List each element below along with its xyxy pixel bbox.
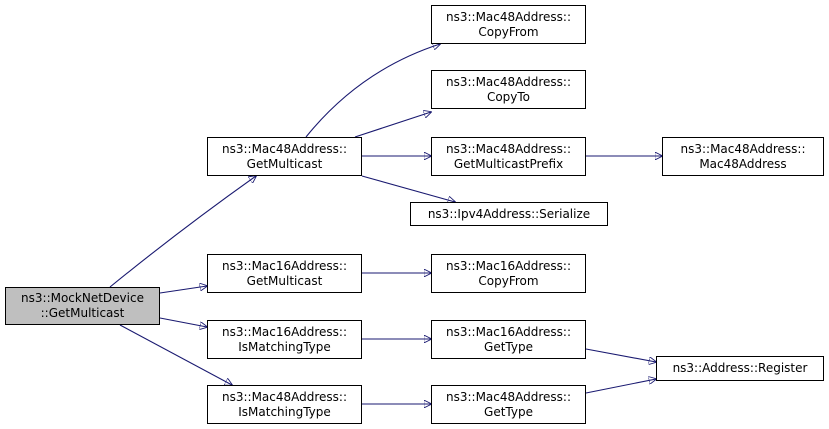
node-label-line: ns3::Mac48Address:: bbox=[221, 389, 348, 404]
node-label-line: GetMulticastPrefix bbox=[453, 156, 564, 171]
edge-n0-n1 bbox=[109, 176, 256, 288]
graph-node-n6[interactable]: ns3::Ipv4Address::Serialize bbox=[410, 202, 608, 226]
graph-node-n10[interactable]: ns3::Mac16Address::GetType bbox=[431, 320, 586, 359]
graph-node-n11[interactable]: ns3::Address::Register bbox=[656, 356, 824, 381]
node-label-line: ns3::Mac48Address:: bbox=[445, 141, 572, 156]
node-label-line: ns3::Mac16Address:: bbox=[221, 324, 348, 339]
node-label-line: IsMatchingType bbox=[238, 339, 331, 354]
graph-node-n9[interactable]: ns3::Mac16Address::IsMatchingType bbox=[207, 320, 362, 359]
node-label-line: ns3::Mac48Address:: bbox=[221, 141, 348, 156]
node-label-line: ns3::Mac48Address:: bbox=[445, 74, 572, 89]
edge-n10-n11 bbox=[585, 348, 656, 362]
node-label-line: ns3::Mac16Address:: bbox=[221, 258, 348, 273]
node-label-line: ns3::Ipv4Address::Serialize bbox=[427, 206, 591, 221]
node-label-line: ns3::Address::Register bbox=[672, 361, 808, 375]
edge-n13-n11 bbox=[585, 379, 656, 394]
graph-node-n13[interactable]: ns3::Mac48Address::GetType bbox=[431, 385, 586, 424]
node-label-line: GetMulticast bbox=[246, 273, 323, 288]
node-label-line: CopyFrom bbox=[478, 24, 539, 39]
node-label-line: ::GetMulticast bbox=[40, 306, 125, 320]
node-label-line: ns3::Mac16Address:: bbox=[445, 258, 572, 273]
node-label-line: Mac48Address bbox=[699, 156, 787, 171]
node-label-line: ns3::Mac48Address:: bbox=[445, 9, 572, 24]
edge-n1-n6 bbox=[361, 175, 455, 202]
graph-node-n7[interactable]: ns3::Mac16Address::GetMulticast bbox=[207, 254, 362, 293]
node-label-line: ns3::Mac48Address:: bbox=[680, 141, 806, 156]
node-label-line: GetType bbox=[484, 339, 533, 354]
graph-node-n2[interactable]: ns3::Mac48Address::CopyFrom bbox=[431, 5, 586, 44]
node-label-line: ns3::MockNetDevice bbox=[21, 291, 144, 305]
node-label-line: ns3::Mac48Address:: bbox=[445, 389, 572, 404]
graph-node-n8[interactable]: ns3::Mac16Address::CopyFrom bbox=[431, 254, 586, 293]
node-label-line: IsMatchingType bbox=[238, 404, 331, 419]
node-label-line: GetType bbox=[484, 404, 533, 419]
edge-n0-n7 bbox=[159, 286, 207, 294]
graph-node-n12[interactable]: ns3::Mac48Address::IsMatchingType bbox=[207, 385, 362, 424]
node-label-line: CopyTo bbox=[486, 89, 531, 104]
edge-n1-n2 bbox=[305, 44, 440, 138]
graph-node-n1[interactable]: ns3::Mac48Address::GetMulticast bbox=[207, 137, 362, 176]
graph-node-n3[interactable]: ns3::Mac48Address::CopyTo bbox=[431, 70, 586, 109]
node-label-line: CopyFrom bbox=[478, 273, 539, 288]
graph-node-n5[interactable]: ns3::Mac48Address::Mac48Address bbox=[662, 137, 824, 176]
edge-n0-n9 bbox=[159, 317, 207, 327]
node-label-line: GetMulticast bbox=[246, 156, 323, 171]
edge-n0-n12 bbox=[119, 324, 232, 385]
edge-n1-n3 bbox=[354, 112, 431, 138]
node-label-line: ns3::Mac16Address:: bbox=[445, 324, 572, 339]
graph-node-n4[interactable]: ns3::Mac48Address::GetMulticastPrefix bbox=[431, 137, 586, 176]
graph-node-n0[interactable]: ns3::MockNetDevice::GetMulticast bbox=[5, 287, 160, 325]
